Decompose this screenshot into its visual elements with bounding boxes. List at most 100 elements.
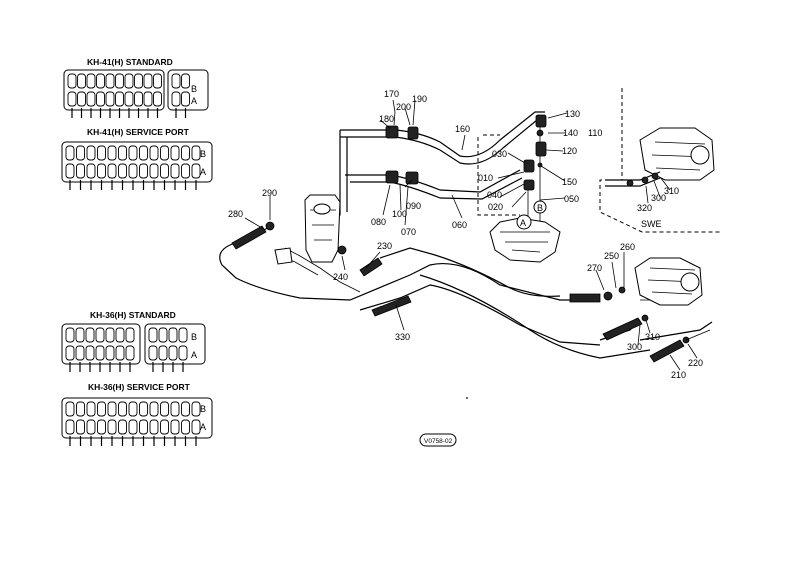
valve-spool-cell	[171, 73, 181, 89]
valve-spool-cell	[158, 345, 168, 361]
valve-spool-cell	[75, 345, 85, 361]
valve-spool-cell	[170, 401, 180, 417]
title-kh41-service-port: KH-41(H) SERVICE PORT	[87, 127, 190, 137]
valve-spool-cell	[149, 163, 159, 179]
valve-spool-cell	[115, 91, 124, 107]
valve-spool-cell	[105, 327, 115, 343]
title-kh36-standard: KH-36(H) STANDARD	[90, 310, 176, 320]
valve-spool-cell	[97, 419, 106, 435]
figure-code-stamp: V0758-02	[419, 433, 457, 447]
valve-spool-cell	[153, 91, 162, 107]
label-130: 130	[565, 109, 580, 119]
hydraulic-pump: A B	[489, 200, 561, 263]
port-b-3: B	[191, 332, 197, 342]
label-090: 090	[406, 201, 421, 211]
valve-spool-cell	[181, 163, 190, 179]
port-a-pump: A	[520, 218, 526, 228]
valve-spool-cell	[160, 419, 169, 435]
lower-hoses	[219, 221, 713, 363]
valve-spool-cell	[115, 345, 125, 361]
label-310-a: 310	[664, 186, 679, 196]
label-040: 040	[487, 190, 502, 200]
valve-kh41-standard: KH-41(H) STANDARD B A	[63, 57, 209, 118]
valve-spool-cell	[148, 345, 158, 361]
valve-spool-cell	[76, 163, 85, 179]
valve-spool-cell	[170, 419, 180, 435]
label-070: 070	[401, 227, 416, 237]
valve-spool-cell	[86, 73, 96, 89]
valve-spool-cell	[85, 327, 95, 343]
valve-spool-cell	[115, 327, 125, 343]
valve-spool-cell	[168, 327, 178, 343]
part-number-labels: 170 200 190 180 160 130 140 110 120 150 …	[228, 89, 703, 380]
port-a-4: A	[200, 422, 206, 432]
fittings-upper	[385, 114, 547, 191]
valve-spool-cell	[105, 91, 115, 107]
valve-spool-cell	[143, 91, 153, 107]
valve-spool-cell	[139, 163, 148, 179]
valve-spool-cell	[181, 419, 190, 435]
valve-spool-cell	[160, 145, 169, 161]
port-b-4: B	[200, 404, 206, 414]
label-220: 220	[688, 358, 703, 368]
valve-spool-cell	[125, 327, 135, 343]
swe-label: SWE	[641, 219, 662, 229]
valve-spool-cell	[125, 345, 135, 361]
valve-spool-cell	[139, 401, 148, 417]
swing-motor-lower	[634, 257, 703, 306]
port-b-pump: B	[537, 203, 543, 213]
label-060: 060	[452, 220, 467, 230]
valve-spool-cell	[191, 401, 201, 417]
valve-spool-cell	[97, 145, 106, 161]
valve-spool-cell	[77, 91, 86, 107]
valve-spool-cell	[134, 73, 143, 89]
valve-spool-cell	[65, 145, 75, 161]
label-170: 170	[384, 89, 399, 99]
port-b-2: B	[200, 149, 206, 159]
valve-spool-cell	[115, 73, 124, 89]
label-120: 120	[562, 146, 577, 156]
valve-spool-cell	[76, 401, 85, 417]
label-140: 140	[563, 128, 578, 138]
valve-spool-cell	[85, 345, 95, 361]
label-080: 080	[371, 217, 386, 227]
port-a-3: A	[191, 350, 197, 360]
label-300-b: 300	[627, 342, 642, 352]
valve-spool-cell	[105, 73, 115, 89]
valve-spool-cell	[65, 327, 75, 343]
valve-spool-cell	[67, 73, 77, 89]
label-230: 230	[377, 241, 392, 251]
valve-spool-cell	[86, 91, 96, 107]
valve-spool-cell	[128, 145, 138, 161]
valve-spool-cell	[65, 163, 75, 179]
valve-spool-cell	[128, 163, 138, 179]
valve-spool-cell	[148, 327, 158, 343]
valve-spool-cell	[178, 327, 188, 343]
swe-motor: SWE	[599, 88, 720, 233]
label-110: 110	[588, 128, 602, 138]
label-050-a: 050	[564, 194, 579, 204]
valve-kh41-service-port: KH-41(H) SERVICE PORT B A	[61, 127, 213, 190]
valve-spool-cell	[118, 163, 127, 179]
valve-spool-cell	[96, 73, 105, 89]
label-210: 210	[671, 370, 686, 380]
valve-spool-cell	[128, 419, 138, 435]
label-150: 150	[562, 177, 577, 187]
valve-spool-cell	[96, 91, 105, 107]
valve-spool-cell	[143, 73, 153, 89]
label-160: 160	[455, 124, 470, 134]
title-kh36-service-port: KH-36(H) SERVICE PORT	[88, 382, 191, 392]
valve-kh36-service-port: KH-36(H) SERVICE PORT B A	[61, 382, 213, 446]
valve-spool-cell	[86, 401, 96, 417]
valve-spool-cell	[86, 163, 96, 179]
label-030: 030	[492, 149, 507, 159]
label-310-b: 310	[645, 332, 660, 342]
valve-spool-cell	[191, 163, 201, 179]
valve-spool-cell	[191, 419, 201, 435]
title-kh41-standard: KH-41(H) STANDARD	[87, 57, 173, 67]
valve-spool-cell	[181, 91, 190, 107]
valve-spool-cell	[181, 73, 190, 89]
valve-spool-cell	[149, 419, 159, 435]
label-260: 260	[620, 242, 635, 252]
